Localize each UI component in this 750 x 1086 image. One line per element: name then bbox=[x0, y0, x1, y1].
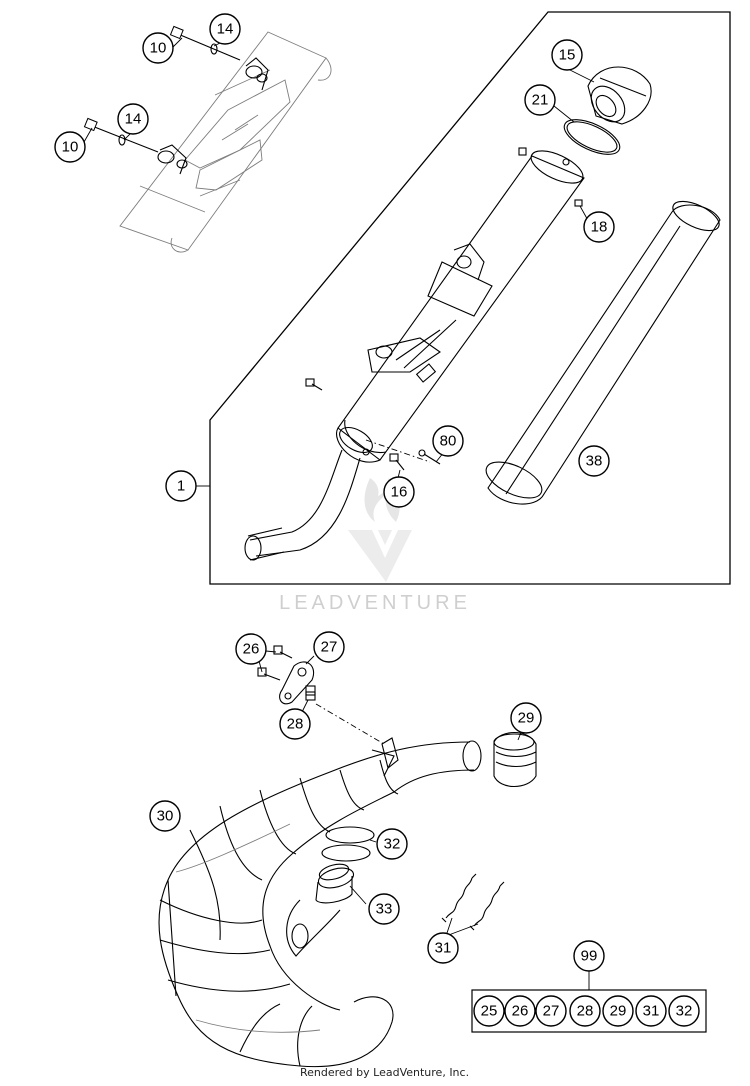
svg-text:38: 38 bbox=[586, 453, 603, 470]
callout-29: 29 bbox=[510, 702, 542, 734]
silencer-sleeve-38 bbox=[485, 200, 721, 505]
washer-14-lower bbox=[118, 134, 126, 146]
rivet-18 bbox=[518, 147, 583, 207]
screw-16 bbox=[389, 453, 405, 471]
svg-text:16: 16 bbox=[391, 484, 408, 501]
svg-text:28: 28 bbox=[577, 1003, 594, 1020]
bracket-dashed-line bbox=[315, 703, 385, 745]
svg-text:18: 18 bbox=[591, 219, 608, 236]
callout-15: 15 bbox=[551, 39, 583, 71]
callout-26: 26 bbox=[235, 633, 267, 665]
kit-item-32: 32 bbox=[668, 995, 700, 1027]
silencer-body bbox=[335, 150, 585, 463]
callout-31: 31 bbox=[427, 932, 459, 964]
clip-nut-28 bbox=[305, 685, 316, 701]
kit-item-29: 29 bbox=[602, 995, 634, 1027]
washer-14-upper bbox=[210, 43, 218, 55]
svg-text:80: 80 bbox=[440, 433, 457, 450]
svg-text:33: 33 bbox=[376, 901, 393, 918]
svg-text:26: 26 bbox=[512, 1003, 529, 1020]
svg-text:21: 21 bbox=[532, 92, 549, 109]
o-ring-21 bbox=[563, 119, 621, 155]
exhaust-pipe-30 bbox=[158, 737, 482, 1068]
watermark-text: LEADVENTURE bbox=[279, 592, 471, 614]
kit-item-27: 27 bbox=[535, 995, 567, 1027]
svg-text:28: 28 bbox=[287, 716, 304, 733]
kit-item-28: 28 bbox=[569, 995, 601, 1027]
callout-80: 80 bbox=[432, 425, 464, 457]
muffler-bracket-detail bbox=[119, 31, 332, 253]
callout-10-lower: 10 bbox=[54, 131, 86, 163]
kit-item-25: 25 bbox=[473, 995, 505, 1027]
svg-text:14: 14 bbox=[125, 111, 142, 128]
callout-30: 30 bbox=[149, 800, 181, 832]
callout-99: 99 bbox=[573, 940, 605, 972]
svg-text:14: 14 bbox=[217, 21, 234, 38]
callout-28: 28 bbox=[279, 708, 311, 740]
rubber-sleeve-29 bbox=[493, 731, 537, 788]
svg-text:1: 1 bbox=[177, 478, 185, 495]
svg-text:27: 27 bbox=[543, 1003, 560, 1020]
silencer-assembly-frame bbox=[209, 11, 731, 585]
svg-text:10: 10 bbox=[150, 40, 167, 57]
manifold-gasket-33 bbox=[286, 863, 355, 957]
bolt-26-top bbox=[273, 645, 293, 659]
svg-text:32: 32 bbox=[384, 836, 401, 853]
rendered-by-credit: Rendered by LeadVenture, Inc. bbox=[300, 1066, 470, 1079]
kit-item-31: 31 bbox=[635, 995, 667, 1027]
bolt-26-bottom bbox=[257, 667, 281, 681]
svg-text:30: 30 bbox=[157, 808, 174, 825]
svg-text:15: 15 bbox=[559, 47, 576, 64]
svg-text:27: 27 bbox=[321, 639, 338, 656]
callout-14-lower: 14 bbox=[117, 103, 149, 135]
callout-1: 1 bbox=[165, 470, 197, 502]
o-rings-32 bbox=[321, 826, 375, 862]
callout-10-upper: 10 bbox=[142, 32, 174, 64]
screw-left-silencer bbox=[305, 378, 323, 391]
svg-text:29: 29 bbox=[518, 710, 535, 727]
callout-18: 18 bbox=[583, 211, 615, 243]
bolt-10-lower bbox=[83, 117, 159, 153]
kit-item-26: 26 bbox=[504, 995, 536, 1027]
svg-text:99: 99 bbox=[581, 948, 598, 965]
svg-text:10: 10 bbox=[62, 139, 79, 156]
bracket-27 bbox=[279, 661, 314, 705]
callout-27: 27 bbox=[313, 631, 345, 663]
svg-text:31: 31 bbox=[435, 940, 452, 957]
svg-text:32: 32 bbox=[676, 1003, 693, 1020]
silencer-inlet-pipe bbox=[244, 449, 361, 561]
svg-text:31: 31 bbox=[643, 1003, 660, 1020]
callout-32: 32 bbox=[376, 828, 408, 860]
svg-text:25: 25 bbox=[481, 1003, 498, 1020]
callout-38: 38 bbox=[578, 445, 610, 477]
callout-14-upper: 14 bbox=[209, 13, 241, 45]
callout-16: 16 bbox=[383, 476, 415, 508]
callout-33: 33 bbox=[368, 893, 400, 925]
springs-31 bbox=[441, 873, 505, 931]
svg-text:26: 26 bbox=[243, 641, 260, 658]
callout-21: 21 bbox=[524, 84, 556, 116]
silencer-dashed-line bbox=[365, 439, 431, 463]
end-cap-15 bbox=[587, 66, 652, 125]
svg-text:29: 29 bbox=[610, 1003, 627, 1020]
spring-pin-80 bbox=[418, 449, 441, 465]
bolt-10-upper bbox=[169, 25, 241, 61]
